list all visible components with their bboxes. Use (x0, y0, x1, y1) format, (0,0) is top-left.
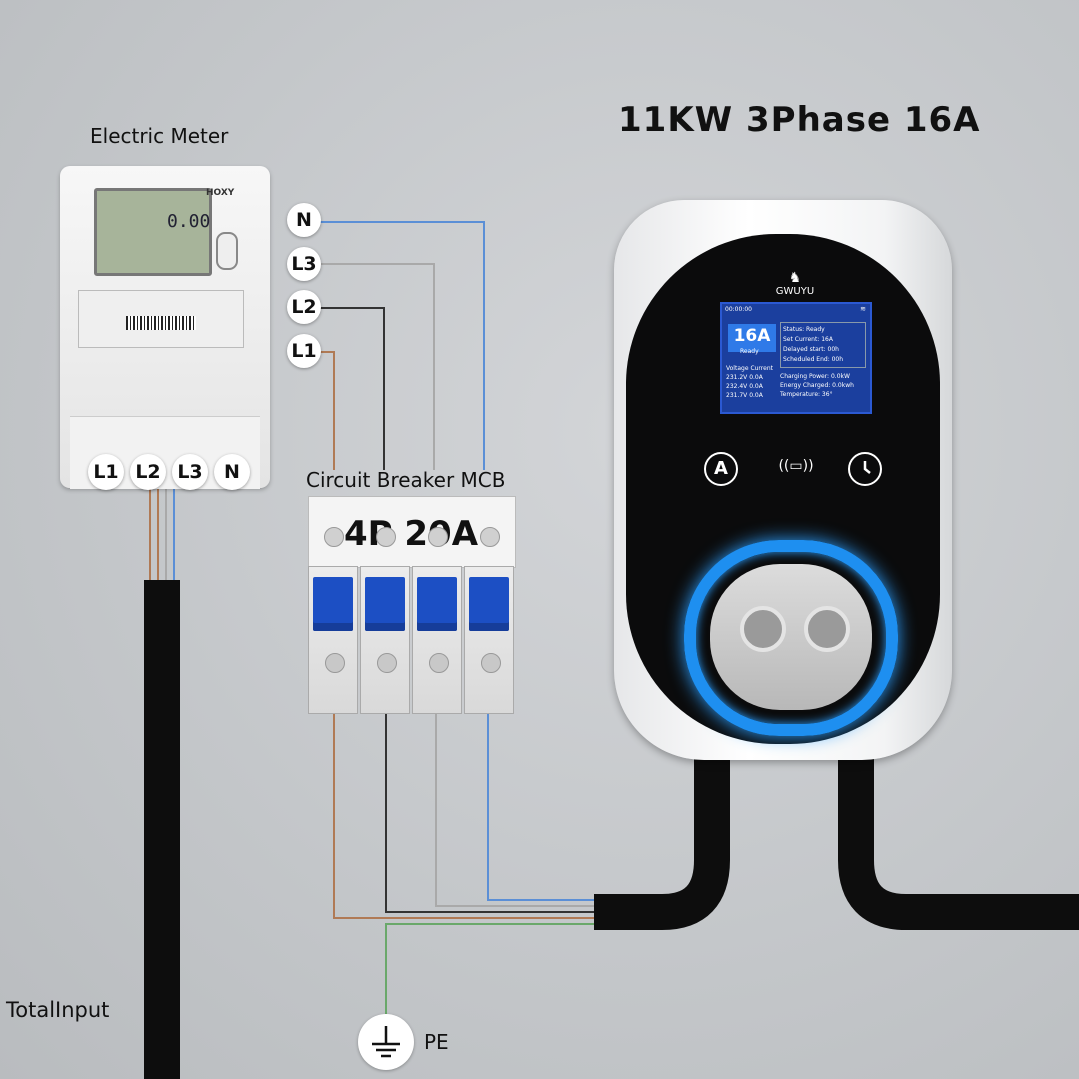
total-input-cable (144, 580, 180, 1079)
brand-icon: ♞ (788, 270, 802, 286)
display-current: 16A (728, 324, 776, 352)
wire-tag-l2: L2 (287, 290, 321, 324)
breaker-label: Circuit Breaker MCB (306, 468, 506, 492)
meter-reading: 0.00 (167, 211, 211, 232)
rfid-icon[interactable]: ((▭)) (778, 458, 814, 474)
wire-out-l2 (385, 714, 600, 913)
pe-label: PE (424, 1030, 449, 1054)
breaker-pole (464, 527, 514, 714)
meter-terminal-l2: L2 (130, 454, 166, 490)
display-time: 00:00:00 (725, 306, 752, 313)
reading-line: 231.7V 0.0A (726, 392, 763, 399)
energy-line: Charging Power: 0.0kW (780, 373, 850, 380)
display-readings: Voltage Current 231.2V 0.0A 232.4V 0.0A … (726, 364, 773, 400)
breaker-lever (365, 577, 405, 631)
meter-terminal-l3: L3 (172, 454, 208, 490)
reading-line: 231.2V 0.0A (726, 374, 763, 381)
display-state: Ready (740, 348, 759, 355)
meter-label: Electric Meter (90, 124, 229, 148)
wire-l3 (320, 263, 435, 470)
breaker-pole (308, 527, 358, 714)
display-status: Status: Ready Set Current: 16A Delayed s… (780, 322, 866, 368)
wire-n (320, 221, 485, 470)
charger-cable-left (594, 756, 730, 930)
circuit-breaker: 4P 20A (308, 458, 516, 714)
charger-display: 00:00:00 ≋ 16A Ready Status: Ready Set C… (720, 302, 872, 414)
meter-brand: HOXY (206, 188, 235, 198)
breaker-lever (313, 577, 353, 631)
wire-out-n (487, 714, 600, 901)
indicator-dot (429, 653, 449, 673)
meter-terminal-n: N (214, 454, 250, 490)
reading-line: 232.4V 0.0A (726, 383, 763, 390)
wire-l2 (320, 307, 385, 470)
electric-meter: 0.00 HOXY (60, 166, 270, 489)
meter-button (216, 232, 238, 270)
status-line: Scheduled End: 00h (783, 356, 844, 363)
breaker-lever (417, 577, 457, 631)
breaker-lever (469, 577, 509, 631)
charger-face: ♞ GWUYU 00:00:00 ≋ 16A Ready Status: Rea… (626, 234, 940, 744)
wire-out-l3 (435, 714, 600, 907)
ev-charger: ♞ GWUYU 00:00:00 ≋ 16A Ready Status: Rea… (614, 200, 952, 760)
wire-tag-l3: L3 (287, 247, 321, 281)
breaker-pole (412, 527, 462, 714)
status-line: Status: Ready (783, 326, 825, 333)
screw-icon (376, 527, 396, 547)
meter-screen: 0.00 (94, 188, 212, 276)
energy-line: Temperature: 36° (780, 391, 833, 398)
input-wires (149, 488, 175, 582)
indicator-dot (377, 653, 397, 673)
current-header: Current (750, 365, 773, 372)
current-adjust-icon[interactable]: A (704, 452, 738, 486)
wire-tag-n: N (287, 203, 321, 237)
voltage-header: Voltage (726, 365, 749, 372)
barcode-icon (126, 316, 196, 330)
indicator-dot (325, 653, 345, 673)
screw-icon (428, 527, 448, 547)
wire-l1 (320, 351, 335, 470)
wire-out-l1 (333, 714, 600, 919)
screw-icon (324, 527, 344, 547)
status-line: Delayed start: 00h (783, 346, 839, 353)
charging-socket[interactable] (710, 564, 872, 710)
diagram-title: 11KW 3Phase 16A (618, 100, 981, 140)
socket-pin (804, 606, 850, 652)
indicator-dot (481, 653, 501, 673)
socket-pin (740, 606, 786, 652)
energy-line: Energy Charged: 0.0kwh (780, 382, 854, 389)
charger-cable-right (838, 756, 1079, 930)
breaker-rating: 4P 20A (343, 514, 479, 554)
wire-tag-l1: L1 (287, 334, 321, 368)
display-energy: Charging Power: 0.0kW Energy Charged: 0.… (780, 372, 866, 399)
breaker-pole (360, 527, 410, 714)
status-line: Set Current: 16A (783, 336, 833, 343)
total-input-label: TotalInput (6, 998, 110, 1022)
wire-pe (385, 923, 600, 1014)
clock-icon[interactable] (848, 452, 882, 486)
charger-brand: GWUYU (775, 286, 815, 297)
meter-terminal-l1: L1 (88, 454, 124, 490)
wifi-icon: ≋ (860, 305, 866, 313)
charger-logo: ♞ GWUYU (775, 270, 815, 297)
ground-icon (358, 1014, 414, 1070)
screw-icon (480, 527, 500, 547)
